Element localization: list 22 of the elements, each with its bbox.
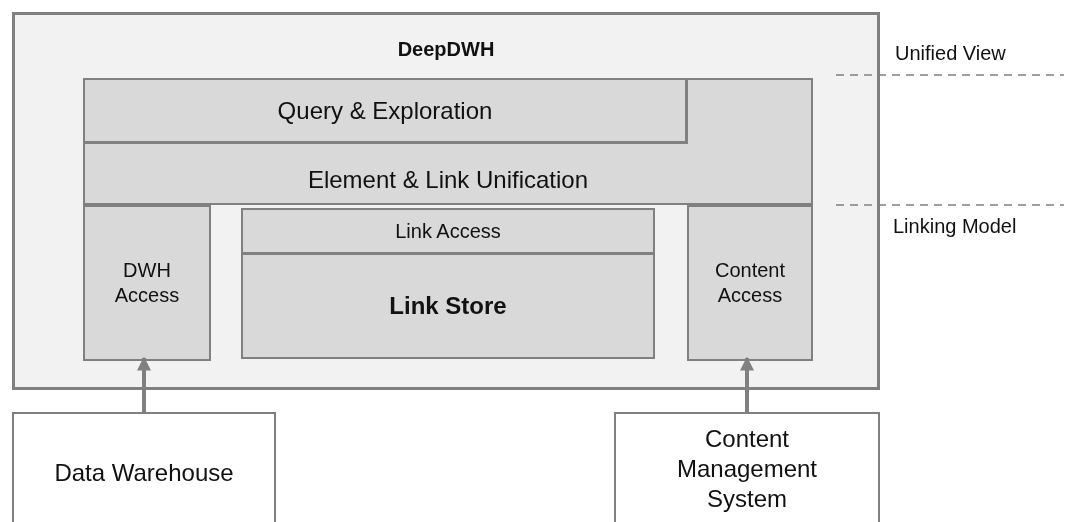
node-label: Data Warehouse (54, 458, 234, 488)
system-box (12, 12, 880, 390)
layer-box (83, 78, 813, 205)
node-label: DWH Access (113, 258, 181, 308)
component-box (83, 78, 687, 143)
node-label: Content Access (713, 258, 787, 308)
source-box (614, 412, 880, 522)
component-box (241, 208, 655, 254)
arrow (137, 356, 151, 412)
node-label: Element & Link Unification (307, 165, 589, 195)
layer-label: Unified View (895, 42, 1006, 65)
system-title: DeepDWH (397, 37, 495, 62)
component-box (687, 205, 813, 361)
arrow (740, 356, 754, 412)
node-label: Content Management System (675, 424, 819, 514)
component-box (241, 253, 655, 359)
component-box (83, 205, 211, 361)
layer-label: Linking Model (893, 215, 1017, 238)
node-label: Query & Exploration (277, 95, 493, 126)
node-label: Link Store (389, 291, 507, 321)
source-box (12, 412, 276, 522)
node-label: Link Access (395, 218, 501, 244)
